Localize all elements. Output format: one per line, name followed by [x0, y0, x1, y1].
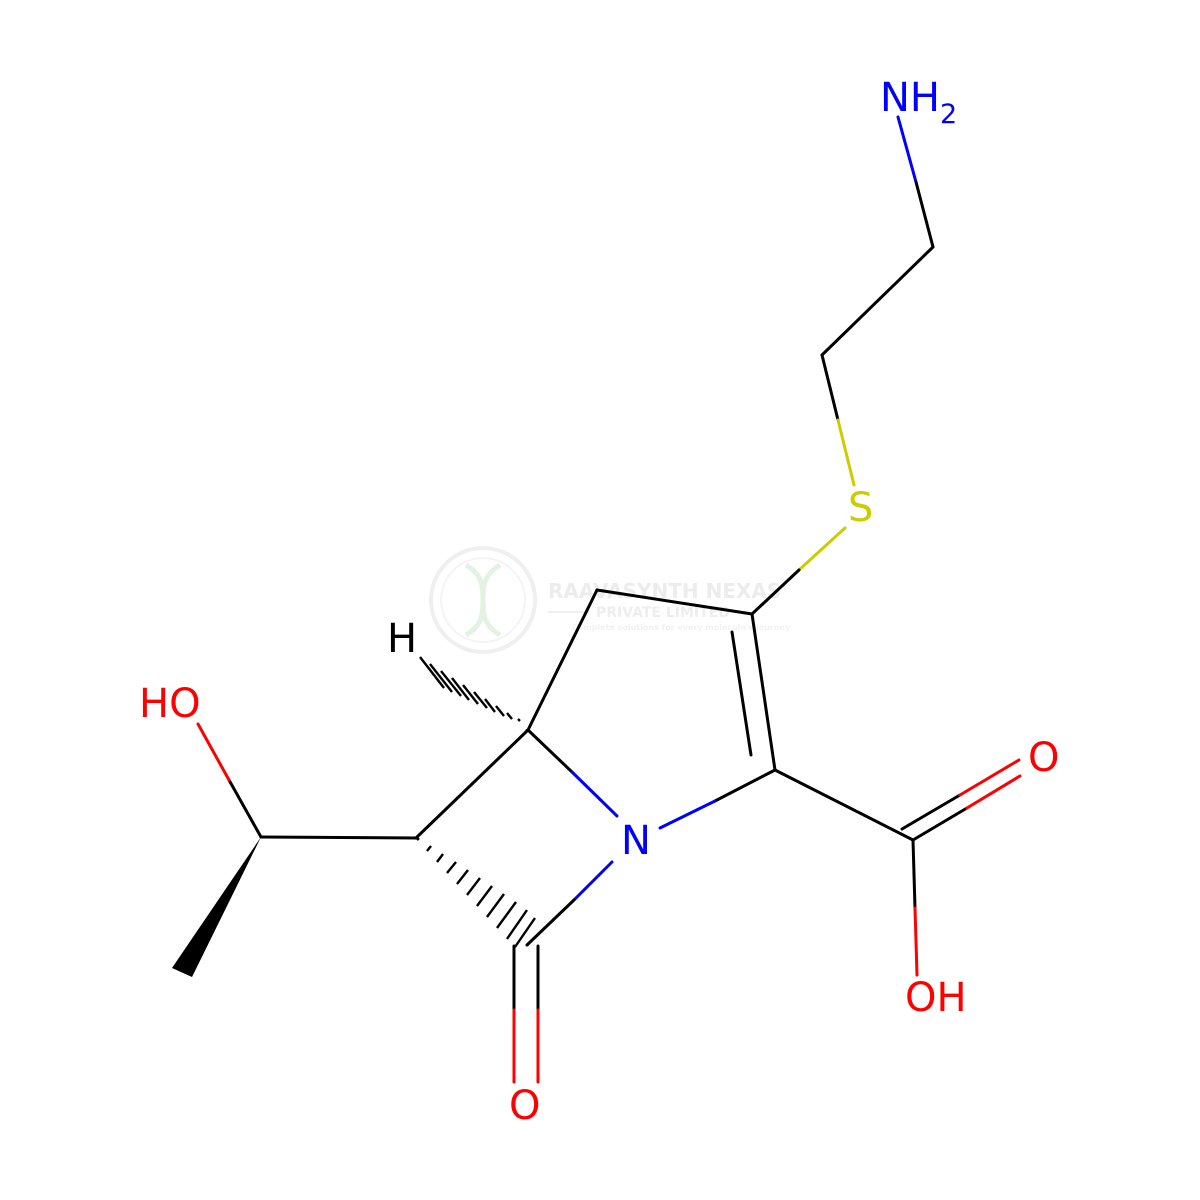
- bond-ch2-ch2: [820, 245, 935, 357]
- bond-c4-c5: [526, 588, 599, 732]
- bond-c5-c6: [414, 728, 530, 840]
- bond-c6-c8: [259, 835, 418, 840]
- bond-ch2-s-s: [836, 418, 856, 487]
- bond-cooh-o-upper-c: [911, 806, 969, 842]
- bond-cooh-oh-c: [911, 838, 917, 910]
- bond-c3-c2: [750, 612, 777, 772]
- bond-nh2-ch2-n: [896, 115, 918, 184]
- atom-acid-oxygen: O: [1028, 735, 1059, 781]
- bond-c2-n-n: [658, 799, 717, 830]
- dna-helix-icon: [464, 562, 502, 638]
- bond-c5-n-n: [570, 770, 619, 818]
- watermark-logo-circle: [429, 546, 537, 654]
- bond-c5-n-c: [526, 728, 574, 774]
- bond-c8-o-c: [227, 778, 263, 839]
- atom-sulfur: S: [848, 485, 873, 531]
- hash-bond-c5-h: [419, 656, 529, 731]
- atom-nh2: NH2: [880, 75, 957, 130]
- atom-hydroxyl: HO: [139, 681, 201, 727]
- atom-acid-hydroxyl: OH: [905, 975, 967, 1021]
- bonds: [196, 115, 1022, 1084]
- bond-ch2-s-c: [820, 353, 840, 422]
- atom-lactam-oxygen: O: [509, 1083, 540, 1129]
- bond-n-c7-n: [572, 860, 614, 902]
- bond-cooh-oh-o: [913, 906, 919, 977]
- bond-c2-cooh: [773, 768, 915, 842]
- atom-hydrogen: H: [387, 616, 417, 662]
- stereo-bonds: [172, 656, 536, 977]
- bond-cooh-o-lower-o: [958, 758, 1021, 797]
- bond-s-c3-c: [750, 568, 801, 616]
- watermark-subtitle: PRIVATE LIMITED: [596, 605, 730, 621]
- bond-c8-o-o: [196, 722, 231, 782]
- atom-nitrogen: N: [621, 818, 651, 864]
- wedge-bond-c8-methyl: [172, 837, 261, 977]
- bond-s-c3-s: [797, 526, 847, 572]
- bond-c2-n-c: [713, 768, 777, 803]
- atom-labels: NH2 S N H HO OH O O: [139, 75, 1059, 1129]
- bond-cooh-o-upper-o: [965, 774, 1022, 810]
- bond-nh2-ch2-c: [914, 180, 935, 249]
- hash-bond-c6-c7: [416, 837, 536, 948]
- bond-c3-c4: [595, 588, 754, 616]
- bond-c3-c2-inner: [730, 630, 753, 757]
- watermark-logo-inner: [440, 557, 526, 643]
- bond-cooh-o-lower-c: [900, 793, 962, 831]
- watermark-tagline: Complete solutions for every molecule's …: [572, 623, 791, 632]
- watermark: RAAVASYNTH NEXAS PRIVATE LIMITED Complet…: [429, 546, 791, 654]
- bond-n-c7-c: [525, 898, 576, 947]
